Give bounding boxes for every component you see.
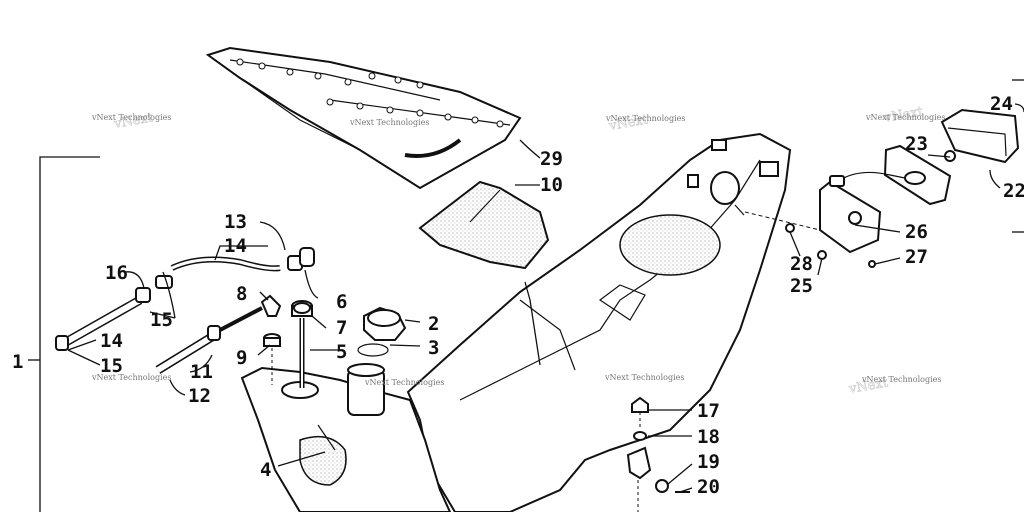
label-28: 28	[790, 253, 813, 275]
svg-text:vNext Technologies: vNext Technologies	[604, 373, 684, 382]
label-13: 13	[224, 211, 247, 233]
part-labels: 1 2 3 4 5 6 7 8 9 10 11 12 13 14 14 15 1…	[12, 93, 1024, 498]
svg-text:vNext: vNext	[112, 110, 155, 132]
seat-base-part	[406, 132, 792, 512]
svg-text:vNext Technologies: vNext Technologies	[861, 375, 941, 384]
svg-text:vNext Technologies: vNext Technologies	[865, 113, 945, 122]
label-5: 5	[336, 341, 347, 363]
label-27: 27	[905, 246, 928, 268]
elbow-fitting-part	[260, 294, 282, 317]
svg-text:vNext: vNext	[607, 112, 650, 134]
filler-neck-part	[347, 306, 407, 416]
svg-text:vNext Technologies: vNext Technologies	[91, 113, 171, 122]
svg-text:vNext: vNext	[882, 104, 925, 126]
label-6: 6	[336, 291, 347, 313]
label-10: 10	[540, 174, 563, 196]
label-4: 4	[260, 459, 271, 481]
label-17: 17	[697, 400, 720, 422]
svg-text:vNext Technologies: vNext Technologies	[91, 373, 171, 382]
label-29: 29	[540, 148, 563, 170]
label-7: 7	[336, 317, 347, 339]
label-19: 19	[697, 451, 720, 473]
label-15-upper: 15	[150, 309, 173, 331]
leader-bracket-1	[39, 156, 100, 512]
svg-text:vNext Technologies: vNext Technologies	[349, 118, 429, 127]
label-1: 1	[12, 351, 23, 373]
fuel-tank-part	[240, 366, 452, 512]
leader-lines	[67, 79, 1024, 493]
label-11: 11	[190, 361, 213, 383]
label-14-upper: 14	[224, 235, 247, 257]
label-3: 3	[428, 337, 439, 359]
label-22: 22	[1003, 180, 1024, 202]
grommet-part	[263, 333, 281, 385]
seat-pad-part	[418, 180, 550, 270]
label-12: 12	[188, 385, 211, 407]
label-18: 18	[697, 426, 720, 448]
taillight-part	[744, 108, 1020, 268]
label-26: 26	[905, 221, 928, 243]
label-15-lower: 15	[100, 355, 123, 377]
label-9: 9	[236, 347, 247, 369]
bracket-part	[626, 396, 690, 512]
fuel-line-parts	[55, 247, 315, 374]
label-23: 23	[905, 133, 928, 155]
label-20: 20	[697, 476, 720, 498]
label-16: 16	[105, 262, 128, 284]
label-2: 2	[428, 313, 439, 335]
label-25: 25	[790, 275, 813, 297]
watermarks: vNext vNext Technologies vNext vNext Tec…	[91, 104, 945, 397]
seat-cover-part	[205, 46, 522, 190]
svg-text:vNext Technologies: vNext Technologies	[364, 378, 444, 387]
svg-text:vNext Technologies: vNext Technologies	[605, 114, 685, 123]
label-14-lower: 14	[100, 330, 123, 352]
svg-text:vNext: vNext	[847, 375, 890, 397]
label-24: 24	[990, 93, 1013, 115]
label-8: 8	[236, 283, 247, 305]
